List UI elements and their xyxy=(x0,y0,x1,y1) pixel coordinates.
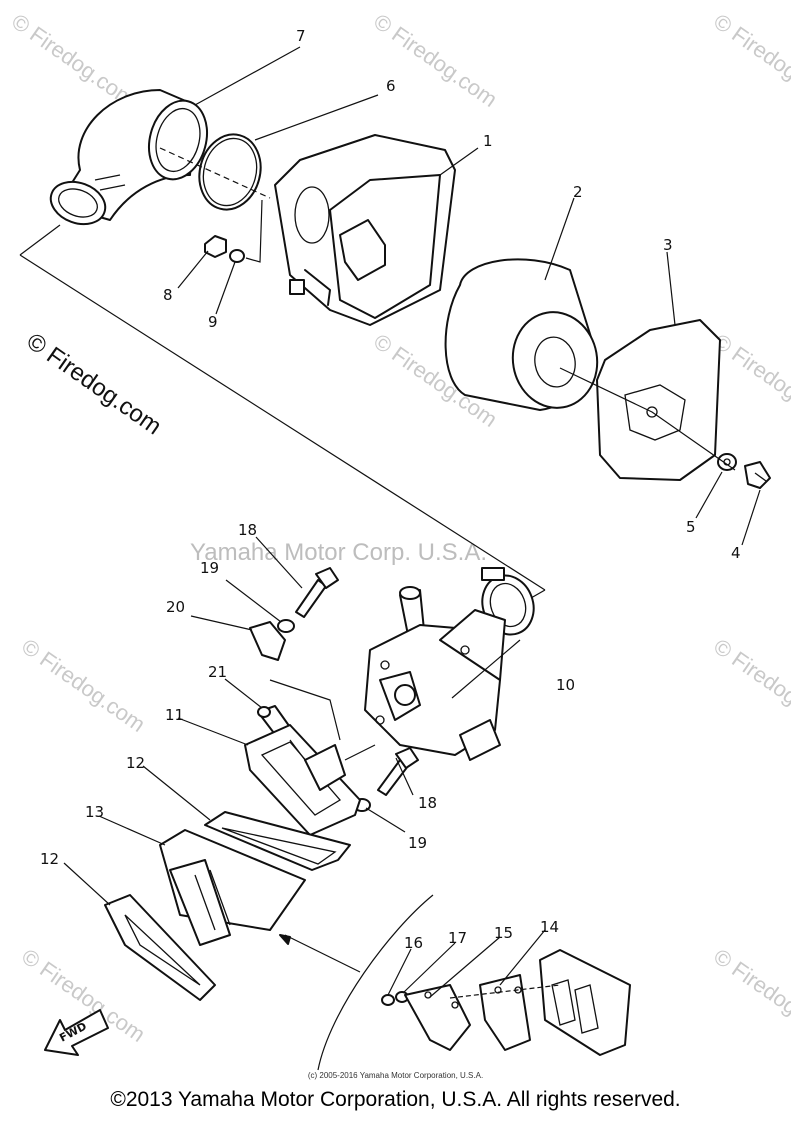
callout-7: 7 xyxy=(296,27,306,45)
watermark: © Firedog.com xyxy=(17,634,150,737)
callout-8: 8 xyxy=(163,286,173,304)
air-filter-case xyxy=(274,134,456,326)
callout-13: 13 xyxy=(85,803,104,821)
reed-detail-bracket xyxy=(279,894,434,1071)
callout-12-upper: 12 xyxy=(126,754,145,772)
callout-5: 5 xyxy=(686,518,696,536)
callout-10: 10 xyxy=(556,676,575,694)
watermark: © Firedog.com xyxy=(709,9,791,112)
callout-18-upper: 18 xyxy=(238,521,257,539)
filter-guide-plate xyxy=(596,319,721,481)
watermark: © Firedog.com xyxy=(709,634,791,737)
watermark: © Firedog.com xyxy=(709,329,791,432)
air-filter-element xyxy=(444,258,599,411)
leader-lines-bottom xyxy=(387,929,561,999)
watermark: © Firedog.com xyxy=(369,9,502,112)
carburetor-body xyxy=(364,586,506,761)
intake-manifold xyxy=(244,724,361,836)
callout-21: 21 xyxy=(208,663,227,681)
callout-17: 17 xyxy=(448,929,467,947)
callout-12-lower: 12 xyxy=(40,850,59,868)
callout-4: 4 xyxy=(731,544,741,562)
bolt-part-18-upper xyxy=(295,567,339,618)
callout-19-lower: 19 xyxy=(408,834,427,852)
reed-block-detail xyxy=(539,949,631,1056)
watermark: © Firedog.com xyxy=(709,944,791,1047)
reed-stopper-part-15 xyxy=(404,984,471,1051)
callout-19-upper: 19 xyxy=(200,559,219,577)
callout-15: 15 xyxy=(494,924,513,942)
copyright-notice: ©2013 Yamaha Motor Corporation, U.S.A. A… xyxy=(110,1088,681,1111)
leader-lines-top xyxy=(19,46,761,611)
bracket-part-20 xyxy=(249,621,286,661)
callout-9: 9 xyxy=(208,313,218,331)
callout-3: 3 xyxy=(663,236,673,254)
callout-numbers: 7 6 1 2 3 8 9 5 4 18 19 20 21 10 11 12 1… xyxy=(40,27,741,952)
forward-arrow-icon: FWD xyxy=(44,1009,109,1056)
callout-11: 11 xyxy=(165,706,184,724)
washer-part-19-upper xyxy=(277,619,295,633)
bolt-part-18-lower xyxy=(377,747,419,796)
small-copyright-line: (c) 2005-2016 Yamaha Motor Corporation, … xyxy=(307,1071,484,1080)
watermark-brand: Yamaha Motor Corp. U.S.A. xyxy=(190,539,487,566)
washer-part-5 xyxy=(717,453,737,471)
washer-part-9 xyxy=(229,249,245,263)
callout-20: 20 xyxy=(166,598,185,616)
o-ring-gasket xyxy=(198,133,262,211)
screw-part-16 xyxy=(381,994,395,1006)
callout-14: 14 xyxy=(540,918,559,936)
callout-1: 1 xyxy=(483,132,493,150)
watermark-dark: © Firedog.com xyxy=(22,328,167,441)
air-intake-joint xyxy=(49,89,208,226)
gasket-part-12-upper xyxy=(204,811,351,871)
nut-part-8 xyxy=(204,235,227,258)
gasket-part-12-lower xyxy=(104,894,216,1001)
screw-part-4 xyxy=(744,461,771,489)
watermark: © Firedog.com xyxy=(7,9,140,112)
callout-16: 16 xyxy=(404,934,423,952)
reed-valve-assembly xyxy=(159,829,306,946)
callout-6: 6 xyxy=(386,77,396,95)
reed-petal-part-14 xyxy=(479,974,531,1051)
callout-2: 2 xyxy=(573,183,583,201)
callout-18-lower: 18 xyxy=(418,794,437,812)
leader-lines-middle xyxy=(63,536,521,906)
